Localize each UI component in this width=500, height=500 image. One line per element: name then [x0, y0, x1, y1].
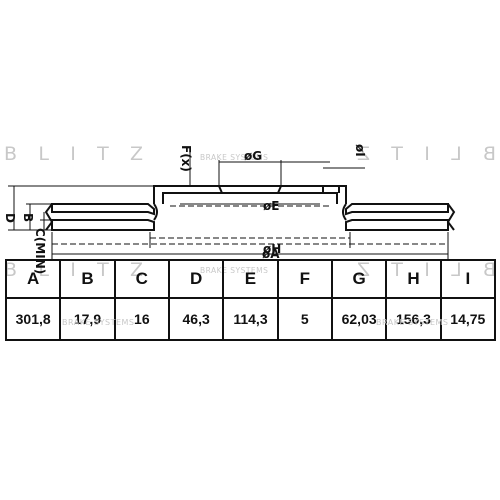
spec-value-e: 114,3 [222, 297, 279, 341]
spec-value-a: 301,8 [4, 297, 62, 341]
label-dim-g: øG [244, 149, 262, 163]
label-dim-i: øI [353, 144, 367, 157]
spec-value-b: 17,9 [59, 297, 116, 341]
spec-header-a: A [4, 259, 62, 299]
spec-header-b: B [59, 259, 116, 299]
spec-value-g: 62,03 [330, 297, 388, 341]
dimension-text: øG øE øH øA D B C(MIN) F(x) øI [3, 144, 367, 274]
spec-value-d: 46,3 [167, 297, 225, 341]
label-dim-e: øE [263, 199, 279, 213]
spec-value-h: 156,3 [385, 297, 442, 341]
spec-value-c: 16 [113, 297, 170, 341]
dimension-lines [8, 150, 449, 260]
label-dim-b: B [21, 213, 35, 222]
watermark-table-right: BRAKE SYSTEMS [376, 318, 449, 327]
spec-table-header-row: A B C D E F G H I [4, 259, 497, 299]
spec-header-i: I [439, 259, 497, 299]
spec-table-value-row: 301,8 17,9 16 46,3 114,3 5 62,03 156,3 1… [4, 297, 497, 341]
watermark-table-left: BRAKE SYSTEMS [62, 318, 135, 327]
centre-lines [52, 205, 448, 245]
watermark-subtitle: BRAKE SYSTEMS [200, 153, 268, 162]
spec-value-i: 14,75 [439, 297, 497, 341]
label-dim-d: D [3, 213, 17, 223]
watermark-brand-left: BLITZ [4, 143, 144, 165]
label-dim-f: F(x) [179, 145, 193, 172]
spec-header-g: G [330, 259, 388, 299]
spec-header-h: H [385, 259, 442, 299]
spec-header-e: E [222, 259, 279, 299]
label-dim-h: øH [263, 242, 281, 256]
watermark-top: BLITZ BRAKE SYSTEMS BLITZ [4, 143, 496, 165]
spec-header-d: D [167, 259, 225, 299]
disc-section [44, 185, 456, 231]
label-dim-a: øA [262, 247, 280, 261]
spec-header-f: F [276, 259, 333, 299]
spec-value-f: 5 [276, 297, 333, 341]
spec-header-c: C [113, 259, 170, 299]
spec-table: A B C D E F G H I 301,8 17,9 16 46,3 114… [4, 259, 497, 341]
watermark-brand-mirror: BLITZ [356, 143, 496, 165]
